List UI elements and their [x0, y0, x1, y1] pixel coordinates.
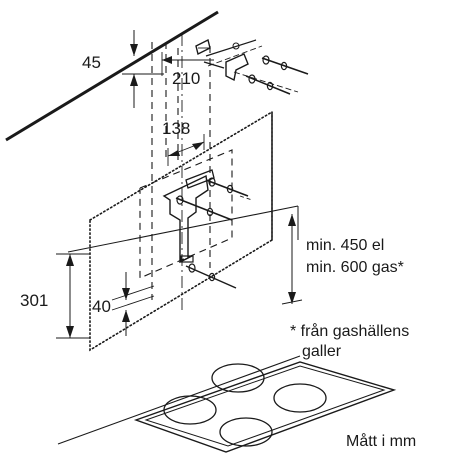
- dim-138-label: 138: [162, 119, 190, 138]
- dimension-45: [122, 30, 164, 108]
- upper-screw-right-icon: [245, 55, 309, 95]
- min-gas-label: min. 600 gas*: [306, 259, 404, 276]
- upper-chimney-outline: [151, 42, 211, 300]
- dimension-min-height: [281, 214, 303, 305]
- middle-screws-icon: [175, 177, 253, 289]
- gas-note-line2: galler: [302, 343, 342, 360]
- gas-note-line1: * från gashällens: [290, 322, 409, 340]
- chimney-dotted-box: [89, 110, 273, 352]
- dim-45-label: 45: [82, 53, 101, 72]
- dimension-210: [161, 47, 214, 76]
- dim-301-label: 301: [20, 291, 48, 310]
- hood-bracket-icon: [162, 169, 215, 264]
- dimension-40: [111, 272, 155, 336]
- cooktop-icon: [57, 355, 397, 453]
- dim-210-label: 210: [172, 69, 200, 88]
- dim-40-label: 40: [92, 297, 111, 316]
- dimension-301: [56, 253, 90, 339]
- mounting-area-outline: [139, 149, 233, 279]
- min-el-label: min. 450 el: [306, 237, 384, 254]
- hood-outline: [67, 205, 299, 253]
- upper-bracket-icon: [195, 38, 299, 93]
- dimension-138: [167, 134, 205, 166]
- ceiling-line: [5, 10, 219, 142]
- units-note: Mått i mm: [346, 432, 416, 450]
